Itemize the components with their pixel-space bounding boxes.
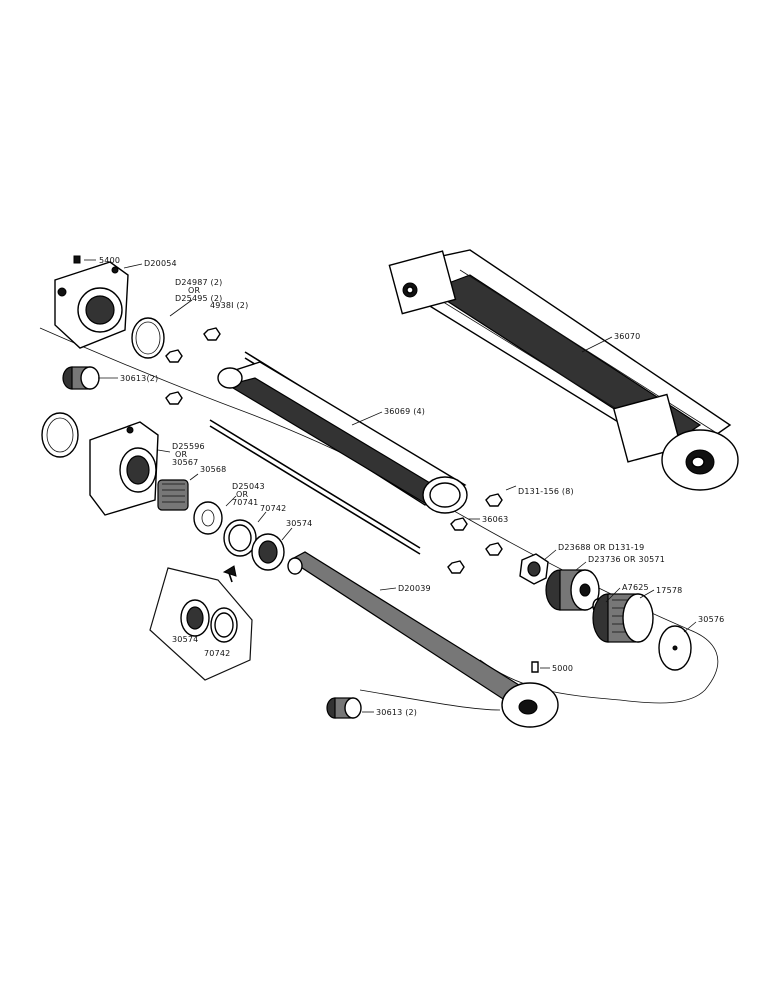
label-a7625: A7625 xyxy=(622,583,649,592)
bushing-upper xyxy=(62,366,100,390)
label-30613-lower: 30613 (2) xyxy=(376,708,417,717)
barrel-and-tie-rods xyxy=(209,351,468,555)
assembly-line-lower xyxy=(359,689,501,711)
washer-d25043 xyxy=(193,501,223,535)
nut-d23688 xyxy=(519,553,549,585)
label-5000: 5000 xyxy=(552,664,573,673)
label-70741: 70741 xyxy=(232,498,258,507)
label-30574-top: 30574 xyxy=(286,519,312,528)
packing-17578 xyxy=(592,593,654,643)
label-30568: 30568 xyxy=(200,465,226,474)
label-4938: 4938I (2) xyxy=(210,301,248,310)
label-36063: 36063 xyxy=(482,515,508,524)
label-d23688: D23688 OR D131-19 xyxy=(558,543,644,552)
assembly-line xyxy=(39,327,719,704)
packing-30568 xyxy=(157,479,189,511)
assembled-cylinder xyxy=(388,249,739,491)
label-d23736: D23736 OR 30571 xyxy=(588,555,665,564)
end-cap-head xyxy=(54,255,129,349)
label-36069: 36069 (4) xyxy=(384,407,425,416)
label-70742-inset: 70742 xyxy=(204,649,230,658)
piston-d23736 xyxy=(545,569,600,611)
label-d131-156: D131-156 (8) xyxy=(518,487,574,496)
label-or-1: OR xyxy=(188,286,200,295)
label-30576: 30576 xyxy=(698,615,724,624)
label-30574-inset: 30574 xyxy=(172,635,198,644)
label-30567: 30567 xyxy=(172,458,198,467)
nuts-upper xyxy=(165,327,221,405)
label-70742-top: 70742 xyxy=(260,504,286,513)
label-d24987: D24987 (2) xyxy=(175,278,222,287)
label-36070: 36070 xyxy=(614,332,640,341)
grease-fitting-5000 xyxy=(531,661,539,673)
seal-ring-d24987 xyxy=(131,317,165,359)
label-or-2: OR xyxy=(175,450,187,459)
label-d25596: D25596 xyxy=(172,442,205,451)
piston-rod xyxy=(287,551,559,728)
leader-lines xyxy=(84,259,697,713)
label-30613-upper: 30613(2) xyxy=(120,374,158,383)
nuts-middle xyxy=(447,493,503,574)
detail-inset xyxy=(149,565,253,681)
label-d20054: D20054 xyxy=(144,259,177,268)
label-5400: 5400 xyxy=(99,256,120,265)
label-d25495: D25495 (2) xyxy=(175,294,222,303)
label-or-3: OR xyxy=(236,490,248,499)
label-d25043: D25043 xyxy=(232,482,265,491)
label-17578: 17578 xyxy=(656,586,682,595)
large-seal-ring xyxy=(41,412,79,458)
end-cap-rod xyxy=(89,421,159,516)
bushing-lower xyxy=(326,697,362,719)
label-d20039: D20039 xyxy=(398,584,431,593)
